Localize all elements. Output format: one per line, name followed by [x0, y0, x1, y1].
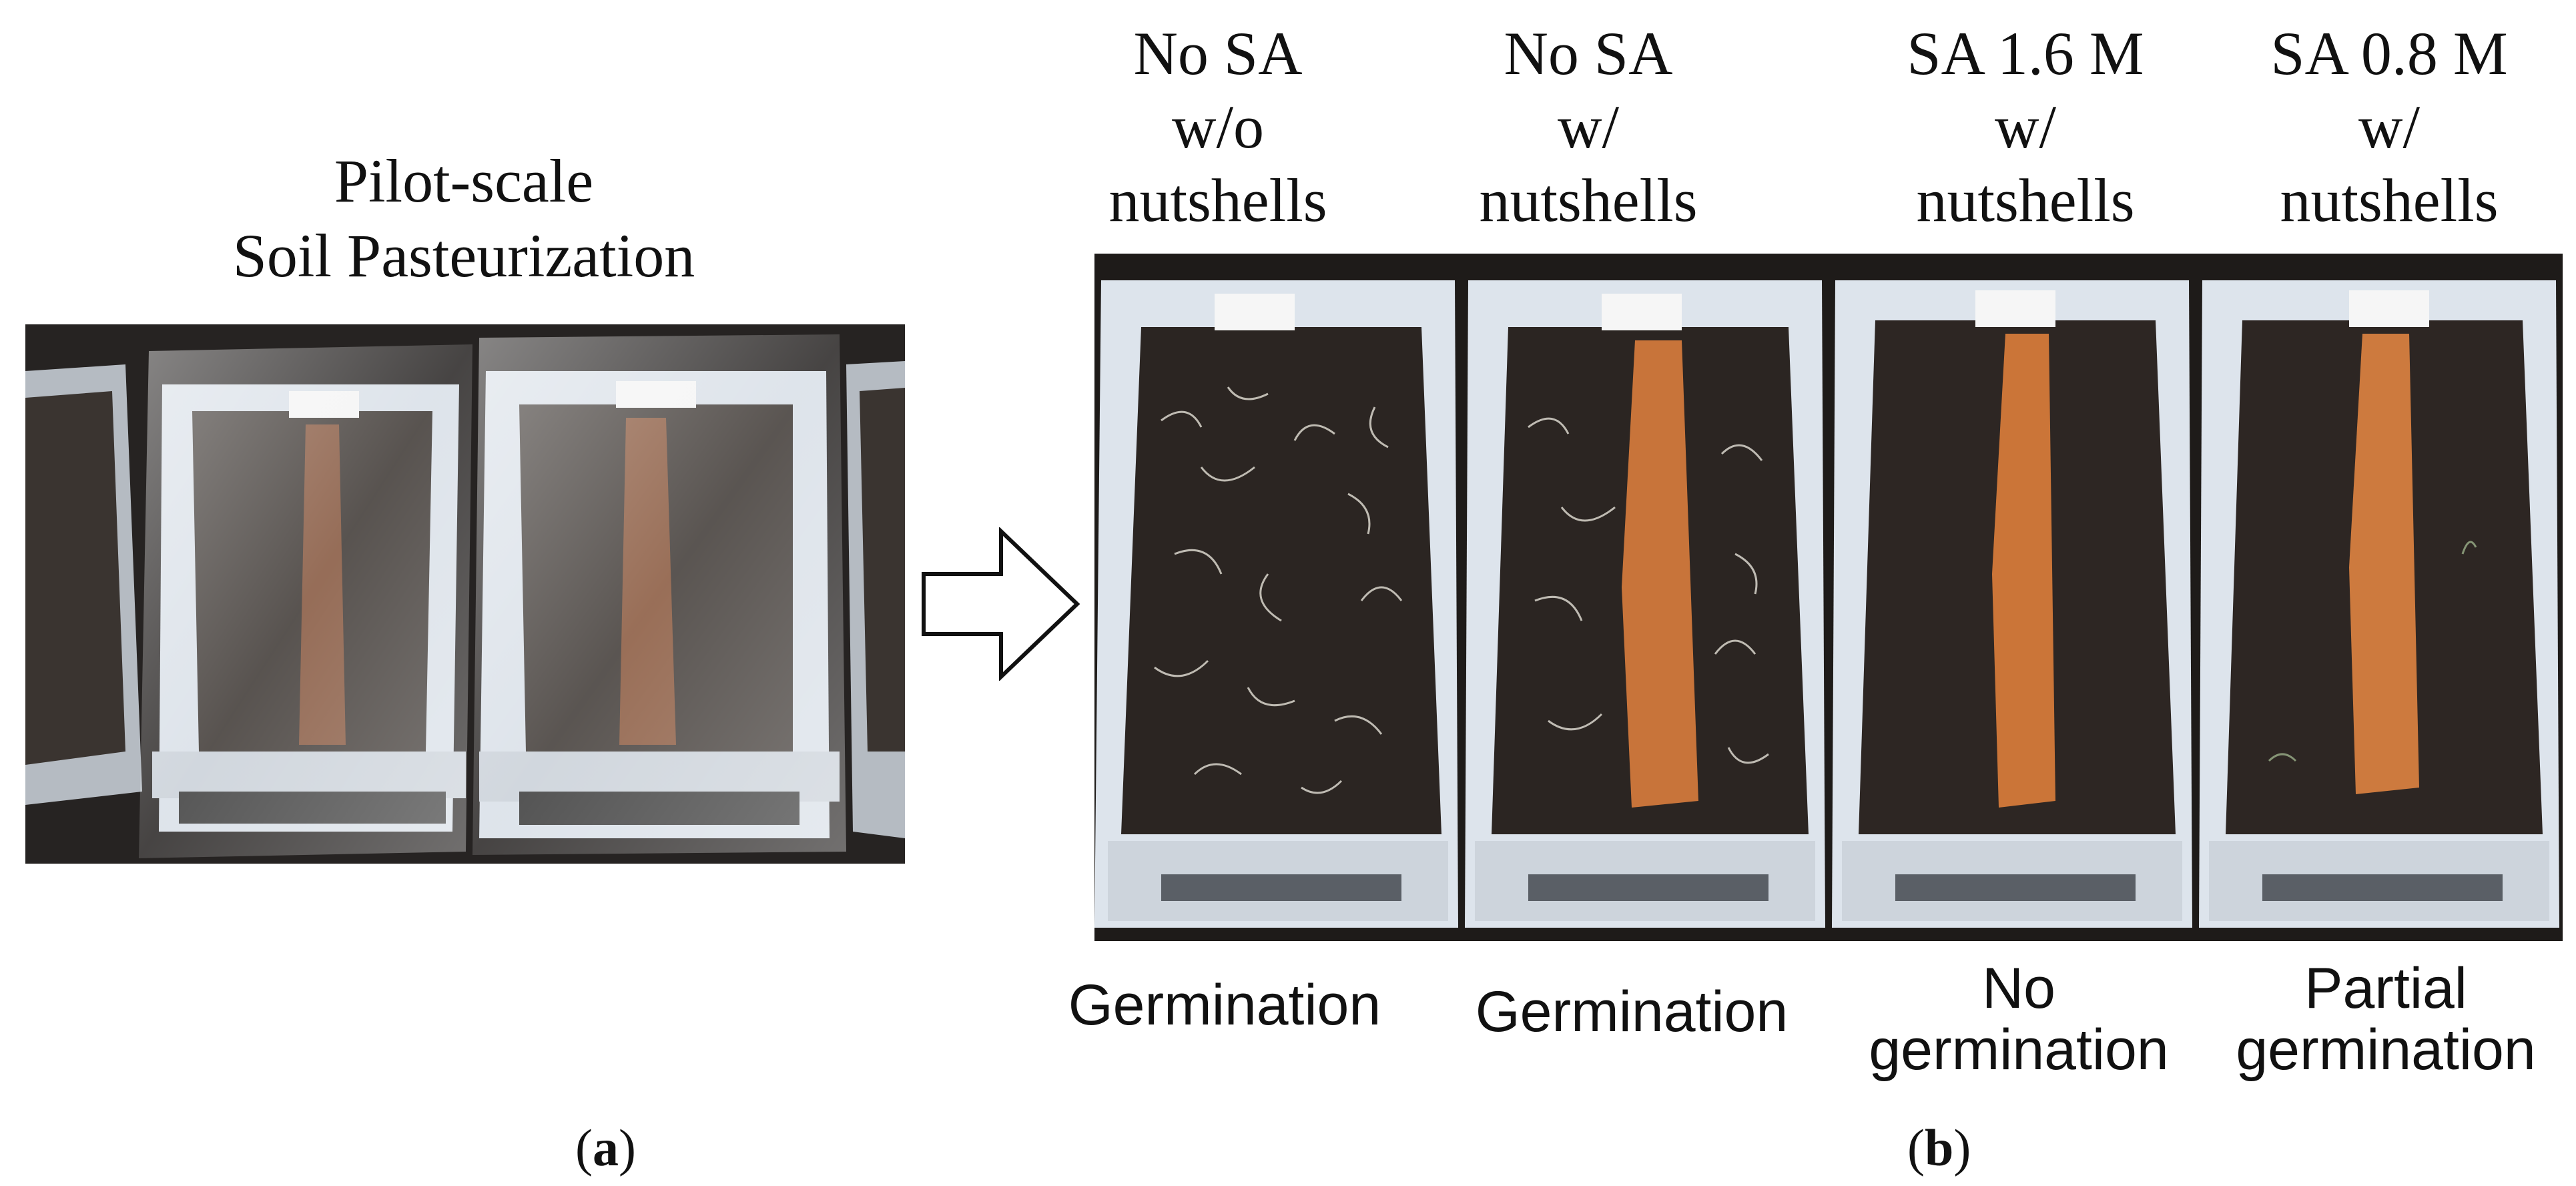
pilot-trays-illustration	[25, 324, 905, 864]
column-heading-4: SA 0.8 M w/ nutshells	[2270, 19, 2508, 234]
panel-a-title: Pilot-scale Soil Pasteurization	[0, 143, 928, 293]
column-heading-3: SA 1.6 M w/ nutshells	[1907, 19, 2144, 234]
panel-a-title-line2: Soil Pasteurization	[232, 222, 695, 290]
column-outcome-1: Germination	[1068, 973, 1381, 1037]
pilot-scale-trays-photo	[25, 324, 905, 864]
treatment-trays-photo	[1094, 254, 2563, 941]
column-heading-1: No SA w/o nutshells	[1108, 19, 1327, 234]
treatment-trays-illustration	[1094, 254, 2563, 941]
panel-label-b: (b)	[1907, 1119, 1971, 1177]
column-heading-2: No SA w/ nutshells	[1479, 19, 1698, 234]
panel-label-a: (a)	[575, 1119, 636, 1177]
right-arrow-icon	[922, 527, 1080, 681]
tray-2	[1465, 280, 1825, 928]
tray-3	[1832, 280, 2192, 928]
tray-4	[2199, 280, 2559, 928]
tray-1	[1094, 280, 1458, 928]
column-outcome-3: No germination	[1869, 956, 2169, 1082]
panel-a-title-line1: Pilot-scale	[334, 147, 594, 215]
column-outcome-2: Germination	[1475, 980, 1789, 1044]
column-outcome-4: Partial germination	[2236, 956, 2536, 1082]
